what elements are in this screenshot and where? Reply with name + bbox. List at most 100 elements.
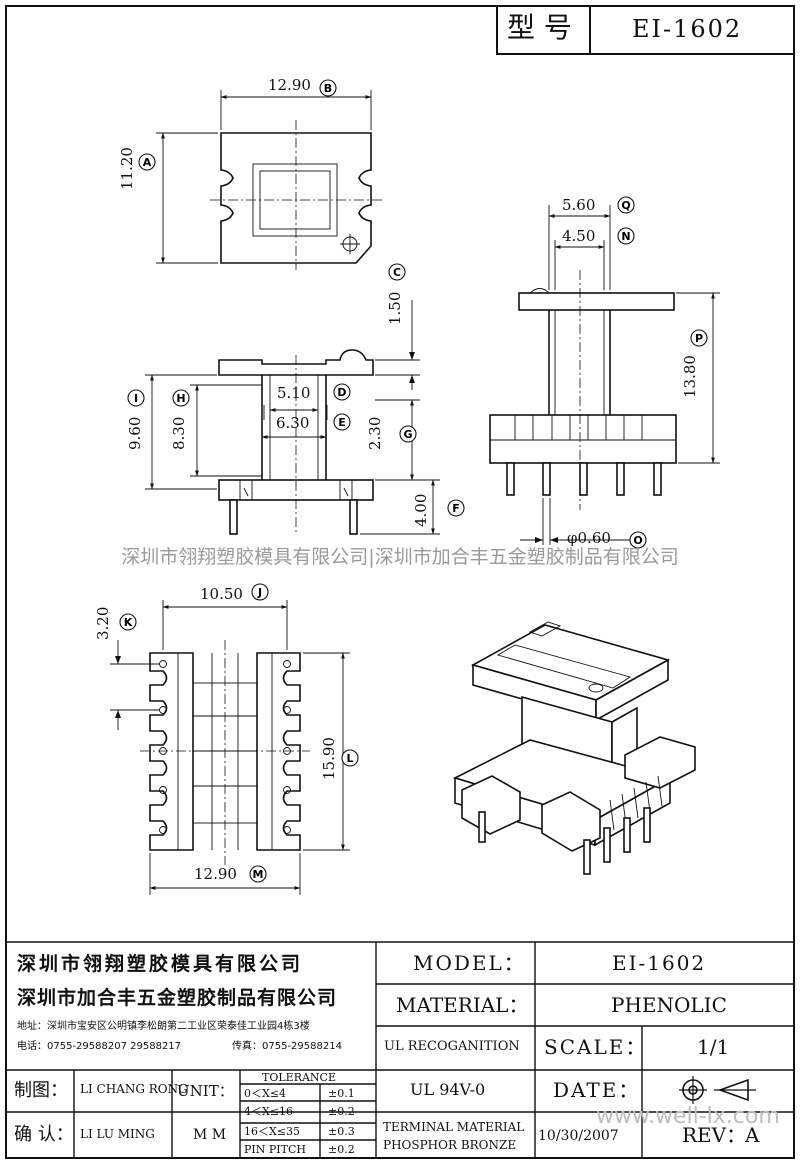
ul-label: UL RECOGANITION	[384, 1039, 520, 1054]
callout-circle-b	[319, 79, 337, 97]
dim-f-value: 4.00	[412, 493, 430, 527]
dim-o-value: φ0.60	[567, 529, 611, 547]
tol4-range: PIN PITCH	[244, 1143, 306, 1156]
callout-letter-g: G	[403, 428, 412, 441]
callout-circle-c	[388, 263, 406, 281]
callout-letter-d: D	[337, 386, 346, 399]
dim-p-value: 13.80	[681, 355, 699, 398]
company-phone: 电话：0755-29588207 29588217	[17, 1041, 182, 1052]
tol1-value: ±0.1	[328, 1087, 355, 1100]
dim-n-value: 4.50	[562, 227, 596, 245]
tol3-value: ±0.3	[328, 1125, 355, 1138]
tolerance-title: TOLERANCE	[262, 1071, 336, 1084]
callout-circle-p	[690, 329, 708, 347]
callout-letter-k: K	[124, 616, 133, 629]
callout-letter-n: N	[621, 230, 630, 243]
dim-q-value: 5.60	[562, 196, 596, 214]
scale-label: SCALE：	[544, 1035, 648, 1059]
unit-value: M M	[193, 1127, 227, 1143]
side-view	[489, 205, 720, 545]
scale-value: 1/1	[697, 1035, 730, 1059]
projection-symbol-icon	[679, 1076, 756, 1104]
dim-i-value: 9.60	[126, 416, 144, 450]
dim-h-value: 8.30	[170, 416, 188, 450]
company-fax: 传真：0755-29588214	[232, 1041, 342, 1052]
callout-circle-h	[172, 389, 190, 407]
front-view	[145, 300, 440, 535]
callout-circle-k	[119, 613, 137, 631]
dim-e-value: 6.30	[276, 414, 310, 432]
callout-circle-m	[249, 865, 267, 883]
dim-b-value: 12.90	[268, 76, 311, 94]
company-name-1: 深圳市翎翔塑胶模具有限公司	[17, 953, 304, 975]
dim-g-value: 2.30	[366, 416, 384, 450]
sheet-border	[5, 5, 795, 1159]
rev-label: REV：	[682, 1123, 747, 1147]
callout-letter-l: L	[346, 752, 353, 765]
callout-letter-h: H	[176, 392, 185, 405]
dim-l-value: 15.90	[320, 737, 338, 780]
callout-letter-p: P	[695, 332, 703, 345]
bottom-view	[110, 600, 350, 895]
header-model-value: EI-1602	[632, 15, 743, 43]
dim-a-value: 11.20	[118, 147, 136, 190]
callout-circle-l	[341, 749, 359, 767]
model-value: EI-1602	[612, 951, 707, 975]
confirm-label: 确 认：	[14, 1124, 74, 1145]
header-model-box	[496, 5, 795, 55]
terminal-label-1: TERMINAL MATERIAL	[383, 1120, 525, 1134]
callout-circle-f	[447, 499, 465, 517]
callout-group: A B C D E F G H I J K L M N O P Q	[119, 79, 708, 883]
callout-circle-j	[251, 583, 269, 601]
unit-label: UNIT：	[177, 1082, 234, 1100]
callout-circle-n	[617, 227, 635, 245]
rev-value: A	[745, 1123, 760, 1147]
callout-letter-b: B	[324, 82, 332, 95]
tol3-range: 16＜X≤35	[244, 1125, 301, 1138]
callout-circle-q	[617, 196, 635, 214]
website-watermark: www.well-lx.com	[596, 1104, 780, 1129]
callout-letter-j: J	[257, 586, 262, 599]
callout-letter-c: C	[393, 266, 401, 279]
company-address: 地址：深圳市宝安区公明镇李松朗第二工业区荣泰佳工业园4栋3楼	[17, 1021, 310, 1032]
callout-letter-m: M	[253, 868, 264, 881]
isometric-view	[452, 621, 696, 875]
material-label: MATERIAL：	[396, 993, 529, 1017]
watermark-text: 深圳市翎翔塑胶模具有限公司|深圳市加合丰五金塑胶制品有限公司	[121, 546, 679, 568]
callout-letter-i: I	[134, 392, 138, 405]
callout-letter-o: O	[633, 534, 642, 547]
drawn-by-value: LI CHANG RONG	[80, 1082, 188, 1096]
tol4-value: ±0.2	[328, 1143, 355, 1156]
callout-circle-o	[629, 531, 647, 549]
callout-letter-q: Q	[621, 199, 630, 212]
confirm-value: LI LU MING	[80, 1127, 155, 1141]
terminal-label-2: PHOSPHOR BRONZE	[383, 1138, 517, 1152]
dim-d-value: 5.10	[277, 384, 311, 402]
callout-letter-a: A	[143, 156, 152, 169]
ul-value: UL 94V-0	[410, 1080, 486, 1099]
title-block-grid	[6, 941, 794, 1158]
top-view	[156, 90, 385, 270]
drawn-by-label: 制图：	[14, 1080, 68, 1101]
dim-k-value: 3.20	[94, 606, 112, 640]
model-label: MODEL：	[413, 951, 526, 975]
tol2-value: ±0.2	[328, 1105, 355, 1118]
header-model-label: 型 号	[507, 11, 572, 44]
tol1-range: 0＜X≤4	[244, 1087, 287, 1100]
callout-circle-d	[333, 383, 351, 401]
callout-circle-i	[127, 389, 145, 407]
date-label: DATE：	[553, 1078, 641, 1102]
callout-circle-a	[138, 153, 156, 171]
dim-j-value: 10.50	[200, 585, 243, 603]
callout-letter-e: E	[338, 416, 346, 429]
callout-circle-g	[399, 425, 417, 443]
dim-m-value: 12.90	[194, 865, 237, 883]
callout-letter-f: F	[452, 502, 460, 515]
callout-circle-e	[333, 413, 351, 431]
dim-c-value: 1.50	[386, 291, 404, 325]
material-value: PHENOLIC	[611, 993, 727, 1017]
tol2-range: 4＜X≤16	[244, 1105, 294, 1118]
date-value: 10/30/2007	[538, 1128, 619, 1144]
company-name-2: 深圳市加合丰五金塑胶制品有限公司	[17, 987, 338, 1009]
